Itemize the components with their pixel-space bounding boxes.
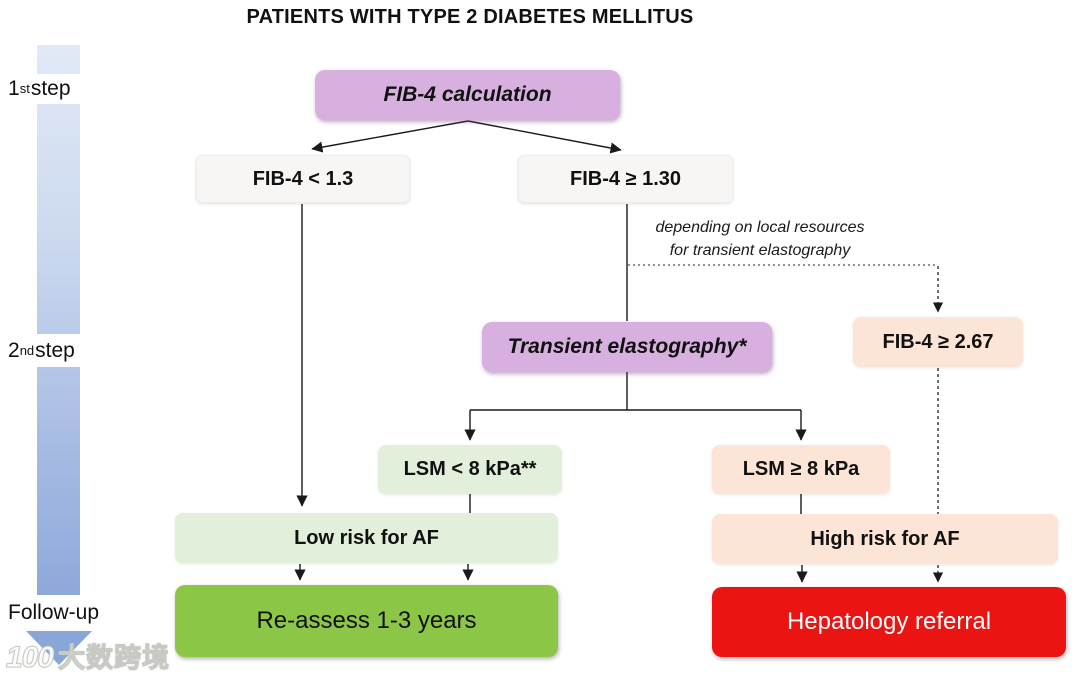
node-low-risk-label: Low risk for AF (294, 526, 439, 549)
node-hepatology-referral-label: Hepatology referral (786, 608, 992, 635)
node-high-risk: High risk for AF (712, 514, 1058, 564)
step-1-number: 1 (8, 77, 20, 100)
node-fib4-above-1-30: FIB-4 ≥ 1.30 (518, 155, 733, 203)
node-fib4-above-2-67-label: FIB-4 ≥ 2.67 (882, 330, 994, 353)
node-lsm-below-8-label: LSM < 8 kPa** (403, 458, 537, 480)
node-fib4-calculation: FIB-4 calculation (315, 70, 620, 120)
step-1-text: step (30, 77, 71, 100)
followup-text: Follow-up (8, 601, 100, 624)
node-lsm-above-8: LSM ≥ 8 kPa (712, 445, 890, 494)
node-fib4-above-1-30-label: FIB-4 ≥ 1.30 (569, 167, 681, 190)
node-fib4-below-1-3: FIB-4 < 1.3 (196, 155, 410, 203)
node-fib4-calculation-label: FIB-4 calculation (383, 83, 552, 106)
node-transient-elastography-label: Transient elastography* (507, 335, 747, 358)
note-local-resources: depending on local resources for transie… (632, 216, 888, 262)
node-fib4-above-2-67: FIB-4 ≥ 2.67 (853, 317, 1023, 367)
steps-arrow-head-icon (26, 631, 92, 665)
step-2-number: 2 (8, 338, 20, 362)
watermark: 100 大数跨境 (5, 636, 171, 675)
watermark-text: 大数跨境 (58, 643, 171, 674)
note-line-1: depending on local resources (655, 219, 865, 236)
node-reassess: Re-assess 1-3 years (175, 585, 558, 657)
connector-calc-to-fib4low (311, 120, 469, 153)
node-hepatology-referral: Hepatology referral (712, 587, 1066, 657)
node-fib4-below-1-3-label: FIB-4 < 1.3 (252, 167, 354, 190)
node-high-risk-label: High risk for AF (810, 527, 960, 550)
step-2-text: step (35, 338, 75, 362)
note-line-2: for transient elastography (669, 242, 851, 260)
connector-calc-to-fib4high (467, 120, 622, 154)
node-low-risk: Low risk for AF (175, 513, 558, 563)
node-transient-elastography: Transient elastography* (482, 322, 772, 372)
step-label-followup: Follow-up (0, 596, 112, 630)
node-lsm-below-8: LSM < 8 kPa** (378, 445, 562, 494)
watermark-logo: 100 (5, 641, 54, 675)
page-title: PATIENTS WITH TYPE 2 DIABETES MELLITUS (246, 6, 694, 28)
node-reassess-label: Re-assess 1-3 years (256, 607, 477, 634)
steps-arrow-bar (37, 45, 80, 595)
node-lsm-above-8-label: LSM ≥ 8 kPa (742, 458, 860, 480)
